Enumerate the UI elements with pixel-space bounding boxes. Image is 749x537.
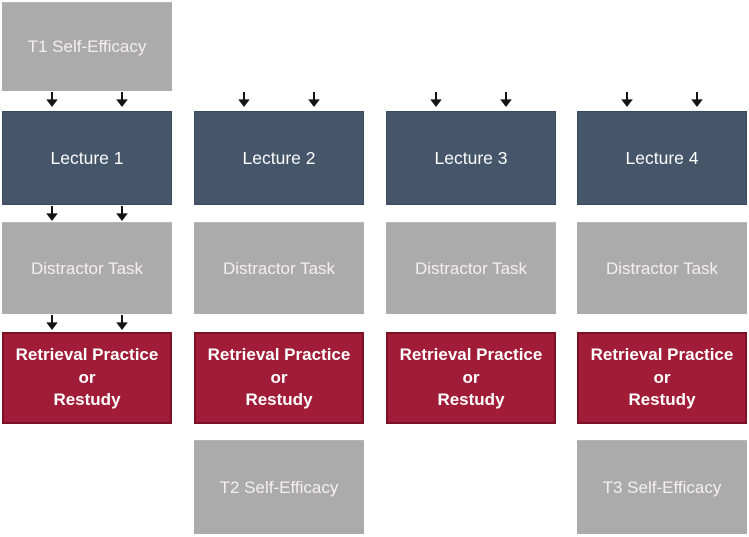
box-lecture-3: Lecture 3: [386, 111, 556, 205]
column-session-2: Lecture 2 Distractor Task Retrieval Prac…: [194, 0, 364, 537]
down-arrow-icon: [430, 92, 443, 107]
down-arrow-icon: [46, 206, 59, 221]
box-label: Distractor Task: [30, 258, 144, 278]
box-t2-self-efficacy: T2 Self-Efficacy: [194, 440, 364, 534]
box-retrieval-practice-or-restudy-4: Retrieval Practice or Restudy: [577, 332, 747, 424]
down-arrow-icon: [46, 92, 59, 107]
arrow-row-above-lecture-4: [621, 92, 704, 107]
arrow-row-above-distractor-1: [46, 206, 129, 221]
down-arrow-icon: [691, 92, 704, 107]
box-label: Distractor Task: [605, 258, 719, 278]
box-label: Retrieval Practice or Restudy: [590, 345, 734, 410]
down-arrow-icon: [116, 92, 129, 107]
box-label: T1 Self-Efficacy: [27, 37, 147, 56]
box-distractor-task-3: Distractor Task: [386, 222, 556, 314]
box-distractor-task-4: Distractor Task: [577, 222, 747, 314]
box-label: Lecture 4: [625, 147, 699, 168]
box-label: Distractor Task: [222, 258, 336, 278]
column-session-3: Lecture 3 Distractor Task Retrieval Prac…: [386, 0, 556, 537]
arrow-row-above-lecture-2: [238, 92, 321, 107]
box-distractor-task-1: Distractor Task: [2, 222, 172, 314]
box-label: T2 Self-Efficacy: [219, 477, 339, 497]
box-label: Lecture 1: [50, 147, 124, 168]
box-label: T3 Self-Efficacy: [602, 477, 722, 497]
box-retrieval-practice-or-restudy-3: Retrieval Practice or Restudy: [386, 332, 556, 424]
down-arrow-icon: [116, 206, 129, 221]
box-label: Lecture 2: [242, 147, 316, 168]
box-label: Distractor Task: [414, 258, 528, 278]
box-label: Retrieval Practice or Restudy: [15, 345, 159, 410]
box-t1-self-efficacy: T1 Self-Efficacy: [2, 2, 172, 91]
down-arrow-icon: [621, 92, 634, 107]
box-label: Retrieval Practice or Restudy: [207, 345, 351, 410]
box-lecture-2: Lecture 2: [194, 111, 364, 205]
box-t3-self-efficacy: T3 Self-Efficacy: [577, 440, 747, 534]
arrow-row-above-retrieval-1: [46, 315, 129, 330]
box-label: Retrieval Practice or Restudy: [399, 345, 543, 410]
down-arrow-icon: [116, 315, 129, 330]
down-arrow-icon: [238, 92, 251, 107]
box-distractor-task-2: Distractor Task: [194, 222, 364, 314]
down-arrow-icon: [500, 92, 513, 107]
arrow-row-above-lecture-3: [430, 92, 513, 107]
down-arrow-icon: [308, 92, 321, 107]
box-retrieval-practice-or-restudy-2: Retrieval Practice or Restudy: [194, 332, 364, 424]
column-session-1: T1 Self-Efficacy Lecture 1 Distractor Ta…: [2, 0, 172, 537]
box-lecture-1: Lecture 1: [2, 111, 172, 205]
box-retrieval-practice-or-restudy-1: Retrieval Practice or Restudy: [2, 332, 172, 424]
down-arrow-icon: [46, 315, 59, 330]
box-label: Lecture 3: [434, 147, 508, 168]
arrow-row-above-lecture-1: [46, 92, 129, 107]
box-lecture-4: Lecture 4: [577, 111, 747, 205]
column-session-4: Lecture 4 Distractor Task Retrieval Prac…: [577, 0, 747, 537]
